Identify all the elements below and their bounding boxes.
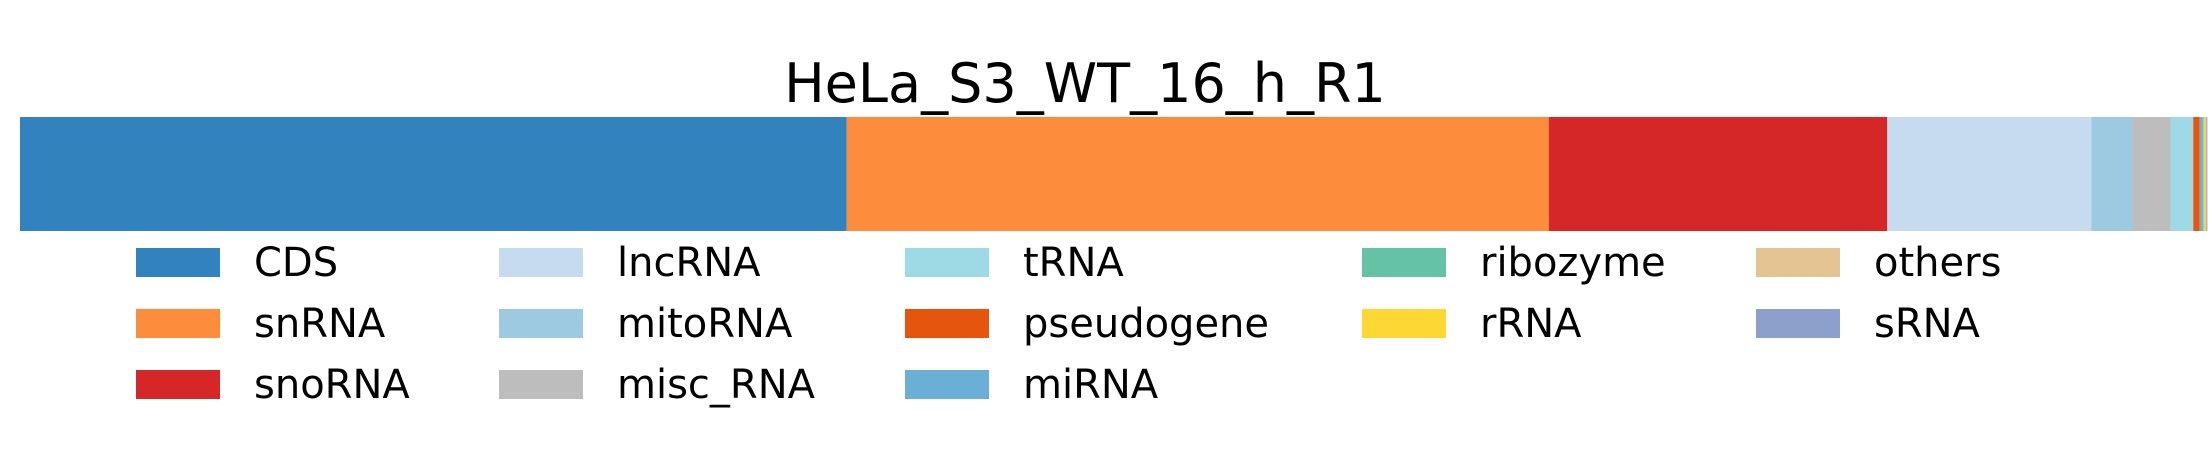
legend-label-trna: tRNA — [1023, 240, 1124, 286]
legend-label-rrna: rRNA — [1480, 301, 1582, 347]
chart-title: HeLa_S3_WT_16_h_R1 — [784, 52, 1386, 115]
legend-swatch-lncrna — [499, 248, 583, 277]
legend-item-srna: sRNA — [1756, 301, 1981, 347]
bar-segment-others — [2205, 117, 2207, 231]
legend-label-cds: CDS — [254, 240, 338, 286]
legend-item-mirna: miRNA — [905, 362, 1159, 408]
legend-swatch-snorna — [136, 370, 220, 399]
bar-segment-rrna — [2203, 117, 2206, 231]
bar-segment-ribozyme — [2202, 117, 2204, 231]
legend-label-srna: sRNA — [1874, 301, 1981, 347]
legend-item-mitorna: mitoRNA — [499, 301, 793, 347]
bar-segment-srna — [2206, 117, 2208, 231]
legend-swatch-srna — [1756, 309, 1840, 338]
legend-label-snrna: snRNA — [254, 301, 386, 347]
legend-label-lncrna: lncRNA — [617, 240, 761, 286]
legend-swatch-snrna — [136, 309, 220, 338]
stacked-bar — [20, 117, 2208, 231]
legend-swatch-others — [1756, 248, 1840, 277]
legend-item-trna: tRNA — [905, 240, 1124, 286]
legend-item-rrna: rRNA — [1362, 301, 1582, 347]
legend: CDS snRNA snoRNA lncRNA mitoRNA misc_RNA tRNA p… — [136, 240, 2001, 408]
legend-label-mirna: miRNA — [1023, 362, 1159, 408]
bar-segment-mitorna — [2091, 117, 2133, 231]
legend-swatch-mitorna — [499, 309, 583, 338]
legend-swatch-pseudogene — [905, 309, 989, 338]
legend-item-misc-rna: misc_RNA — [499, 362, 816, 408]
legend-label-misc-rna: misc_RNA — [617, 362, 816, 408]
legend-item-lncrna: lncRNA — [499, 240, 761, 286]
legend-label-pseudogene: pseudogene — [1023, 301, 1269, 347]
bar-segment-mirna — [2199, 117, 2203, 231]
bar-segment-snrna — [846, 117, 1549, 231]
bar-segment-trna — [2170, 117, 2194, 231]
legend-swatch-ribozyme — [1362, 248, 1446, 277]
bar-segment-cds — [20, 117, 847, 231]
legend-item-pseudogene: pseudogene — [905, 301, 1269, 347]
legend-label-mitorna: mitoRNA — [617, 301, 793, 347]
legend-item-snrna: snRNA — [136, 301, 386, 347]
legend-label-snorna: snoRNA — [254, 362, 410, 408]
legend-swatch-misc-rna — [499, 370, 583, 399]
legend-item-snorna: snoRNA — [136, 362, 410, 408]
legend-swatch-cds — [136, 248, 220, 277]
legend-item-cds: CDS — [136, 240, 338, 286]
legend-label-others: others — [1874, 240, 2001, 286]
legend-swatch-trna — [905, 248, 989, 277]
bar-segment-lncrna — [1887, 117, 2092, 231]
legend-item-others: others — [1756, 240, 2001, 286]
legend-swatch-mirna — [905, 370, 989, 399]
bar-segment-pseudogene — [2193, 117, 2200, 231]
bar-segment-snorna — [1548, 117, 1888, 231]
legend-swatch-rrna — [1362, 309, 1446, 338]
bar-segment-misc-rna — [2132, 117, 2171, 231]
legend-item-ribozyme: ribozyme — [1362, 240, 1666, 286]
legend-label-ribozyme: ribozyme — [1480, 240, 1666, 286]
